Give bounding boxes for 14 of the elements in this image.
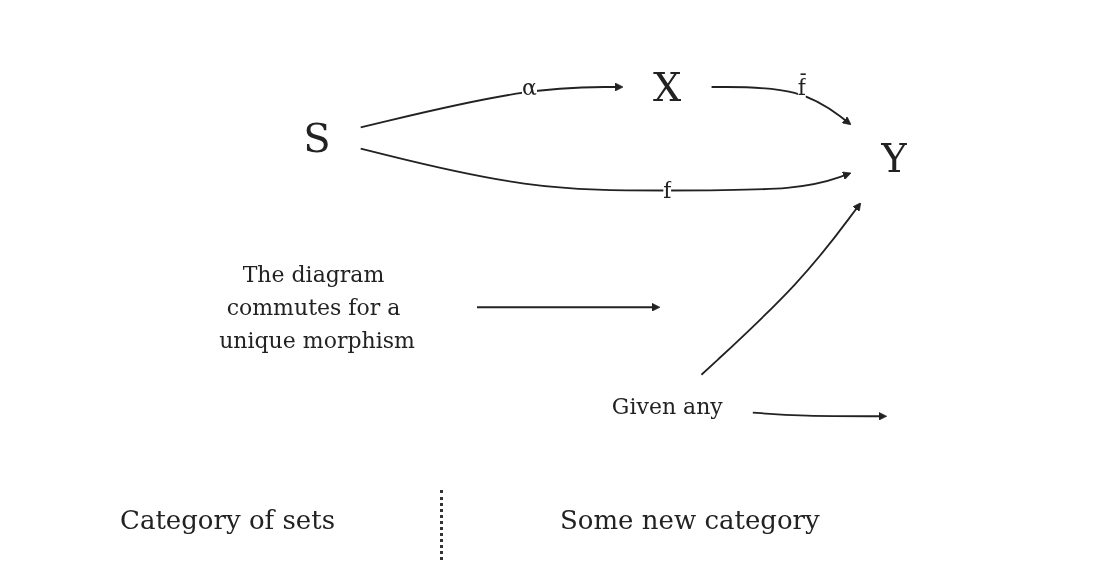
arrow — [359, 147, 852, 192]
node-text: The diagram commutes for a unique morphism — [218, 261, 415, 353]
arrow — [359, 82, 624, 129]
arrow — [700, 202, 861, 376]
node-text: Y — [880, 134, 908, 181]
node-text: Given any — [611, 393, 723, 419]
node-text: S — [303, 114, 331, 161]
leader-arrow — [751, 411, 887, 421]
category-label: Category of sets — [120, 505, 335, 535]
node-text: X — [652, 64, 682, 111]
leader-arrow — [475, 303, 661, 312]
arrow — [710, 86, 852, 126]
category-label: Some new category — [560, 505, 820, 535]
edge-label: α — [521, 74, 537, 100]
